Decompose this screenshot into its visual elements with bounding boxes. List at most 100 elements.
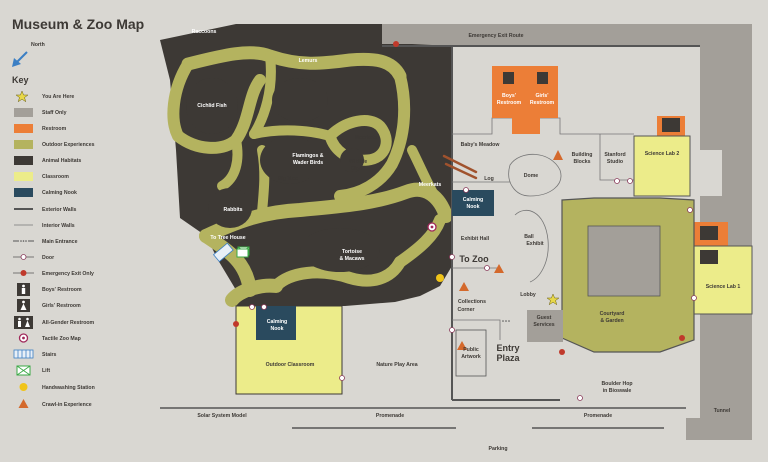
tactile-map-icon xyxy=(18,333,29,343)
label-calming-nook-museum-1: Calming xyxy=(463,197,483,203)
calming-nook-zoo-box xyxy=(256,306,296,340)
legend-label: Staff Only xyxy=(42,110,67,116)
all-gender-restroom-icon xyxy=(700,250,718,264)
north-label: North xyxy=(31,42,45,48)
lift-icon xyxy=(16,365,31,376)
all-gender-restroom-icon xyxy=(700,226,718,240)
tunnel-block xyxy=(686,418,752,440)
legend-label: All-Gender Restroom xyxy=(42,320,95,326)
door-icon xyxy=(449,254,455,260)
label-wildlife-1: Wildlife xyxy=(349,159,368,165)
emergency-exit-icon xyxy=(679,335,685,341)
emergency-exit-icon xyxy=(13,270,34,276)
boys-restroom-icon xyxy=(17,283,30,296)
lift-tree-house-icon xyxy=(236,248,249,258)
label-emergency-route: Emergency Exit Route xyxy=(468,33,523,39)
star-icon xyxy=(15,90,29,103)
triangle-icon xyxy=(457,341,467,350)
label-boys-2: Restroom xyxy=(497,100,522,106)
label-public-2: Artwork xyxy=(461,354,481,360)
restroom-icons xyxy=(503,72,718,264)
emergency-exit-icon xyxy=(393,41,399,47)
label-boys-1: Boys' xyxy=(502,93,516,99)
science-lab-2 xyxy=(633,135,691,197)
classroom-swatch xyxy=(14,172,33,181)
main-entrance-icon xyxy=(502,320,510,322)
legend-label: Calming Nook xyxy=(42,190,77,196)
label-cichlid-fish: Cichlid Fish xyxy=(197,103,226,109)
tactile-map-dot xyxy=(430,225,434,229)
label-parking: Parking xyxy=(488,446,507,452)
restroom-hall xyxy=(512,118,540,134)
emergency-exit-route xyxy=(382,24,752,46)
label-calming-nook-museum-2: Nook xyxy=(467,204,480,210)
label-boulder-2: in Bioswale xyxy=(603,388,632,394)
legend-label: Girls' Restroom xyxy=(42,303,81,309)
legend-label: Door xyxy=(42,255,54,261)
label-stanford-2: Studio xyxy=(607,159,623,165)
key-title: Key xyxy=(12,75,29,85)
public-artwork xyxy=(455,329,487,377)
label-exhibit-hall: Exhibit Hall xyxy=(461,236,490,242)
emergency-exit-markers xyxy=(233,41,685,355)
handwashing-icon xyxy=(436,274,444,282)
handwashing-icon xyxy=(19,383,28,391)
calming-nook-swatch xyxy=(14,188,33,197)
guest-services xyxy=(527,310,563,342)
legend-label: Handwashing Station xyxy=(42,385,95,391)
label-science-lab-1: Science Lab 1 xyxy=(706,284,741,290)
triangle-icon xyxy=(494,264,504,273)
label-tree-house: To Tree House xyxy=(210,235,245,241)
label-building-1: Building xyxy=(572,152,593,158)
label-flamingos-2: Wader Birds xyxy=(293,160,323,166)
all-gender-restroom-icon xyxy=(14,316,33,329)
label-raccoons: Raccoons xyxy=(192,29,217,35)
door-icon xyxy=(13,254,34,260)
label-girls-1: Girls' xyxy=(535,93,548,99)
label-guest-2: Services xyxy=(533,322,554,328)
label-wildlife-2: Circle xyxy=(351,166,366,172)
door-icon xyxy=(261,304,267,310)
legend-label: Restroom xyxy=(42,126,67,132)
label-guest-1: Guest xyxy=(537,315,552,321)
door-icon xyxy=(627,178,633,184)
legend-label: You Are Here xyxy=(42,94,74,100)
zoo-path-network xyxy=(167,46,453,307)
label-ball-1: Ball xyxy=(524,234,534,240)
door-icon xyxy=(577,395,583,401)
label-tunnel: Tunnel xyxy=(714,408,731,414)
label-big-tree: Big Tree xyxy=(278,176,299,182)
legend-label: Lift xyxy=(42,368,50,374)
legend-label: Stairs xyxy=(42,352,57,358)
label-lemurs: Lemurs xyxy=(299,58,318,64)
legend-label: Tactile Zoo Map xyxy=(42,336,81,342)
triangle-icon xyxy=(18,399,29,408)
triangle-icon xyxy=(459,282,469,291)
courtyard-inner-block xyxy=(587,225,661,297)
label-log: Log xyxy=(484,176,494,182)
animal-habitat-swatch xyxy=(14,156,33,165)
log-icon xyxy=(442,154,478,180)
label-solar-system: Solar System Model xyxy=(197,413,247,419)
girls-restroom-icon xyxy=(537,72,548,84)
label-meerkats-top: Meerkats xyxy=(355,135,378,141)
label-tortoise-2: & Macaws xyxy=(339,256,364,262)
label-entry-2: Plaza xyxy=(496,353,520,363)
outdoor-swatch xyxy=(14,140,33,149)
legend-label: Emergency Exit Only xyxy=(42,271,94,277)
label-calming-nook-zoo-2: Nook xyxy=(271,326,284,332)
door-icon xyxy=(687,207,693,213)
door-icon xyxy=(449,327,455,333)
label-ball-2: Exhibit xyxy=(526,241,544,247)
door-icon xyxy=(463,187,469,193)
door-icon xyxy=(484,265,490,271)
label-outdoor-classroom: Outdoor Classroom xyxy=(266,362,315,368)
legend-label: Interior Walls xyxy=(42,223,75,229)
legend-label: Main Entrance xyxy=(42,239,78,245)
legend-label: Boys' Restroom xyxy=(42,287,82,293)
label-lobby: Lobby xyxy=(520,292,536,298)
legend-label: Classroom xyxy=(42,174,69,180)
label-babys-meadow: Baby's Meadow xyxy=(461,142,501,148)
label-public-1: Public xyxy=(463,347,479,353)
you-are-here-star xyxy=(546,293,560,306)
